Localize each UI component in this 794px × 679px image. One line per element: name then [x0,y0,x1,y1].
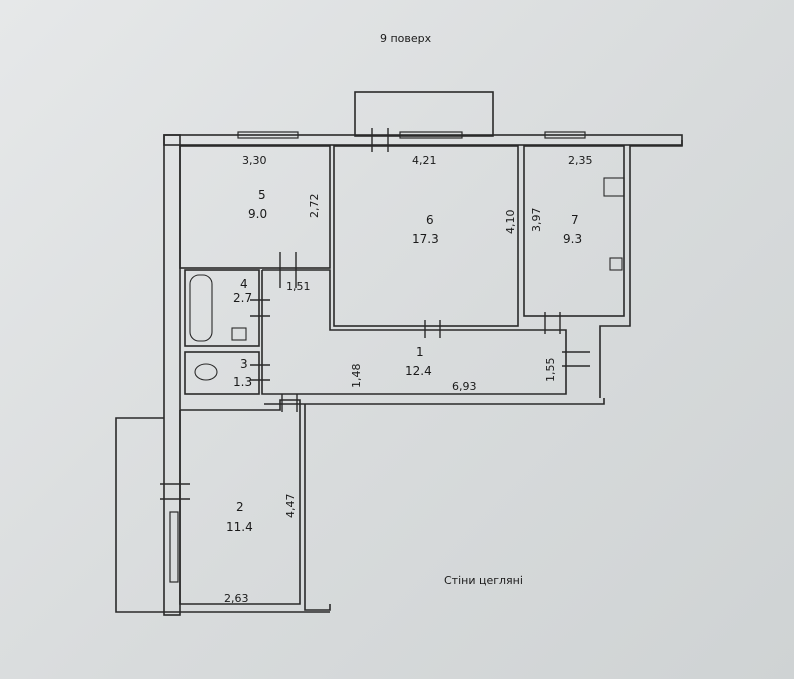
bathtub-icon [189,274,213,342]
wall-segment-lower [304,404,331,611]
dim-room7-height: 3,97 [530,208,543,233]
kitchen-sink-icon [609,257,623,271]
window-room5 [237,131,299,139]
room-7-outline [523,145,625,317]
dim-corridor-right: 1,55 [544,358,557,383]
room-number: 4 [240,277,248,291]
room-5-outline [179,145,331,269]
window-room7 [544,131,586,139]
balcony-left [115,417,164,613]
walls-note: Стіни цегляні [444,574,523,587]
toilet-icon [194,363,218,381]
dim-room2-width: 2,63 [224,592,249,605]
room-3-outline [184,351,260,395]
inner-wall-bottom [264,398,605,405]
dim-room5-height: 2,72 [308,194,321,219]
dim-room4-width: 1,51 [286,280,311,293]
room-number: 6 [426,213,434,227]
corridor-1-outline [261,269,567,395]
dim-room6-height: 4,10 [504,210,517,235]
room-number: 5 [258,188,266,202]
room-number: 7 [571,213,579,227]
room-4-outline [184,269,260,347]
dim-room2-height: 4,47 [284,494,297,519]
room-area: 17.3 [412,232,439,246]
dim-room7-width: 2,35 [568,154,593,167]
floor-label: 9 поверх [380,32,432,45]
room-number: 1 [416,345,424,359]
stove-icon [603,177,625,197]
window-room2 [169,511,179,583]
dim-room6-width: 4,21 [412,154,437,167]
room-6-outline [333,145,519,327]
room-area: 9.0 [248,207,267,221]
dim-room5-width: 3,30 [242,154,267,167]
balcony-top [354,91,494,137]
dim-corridor-length: 6,93 [452,380,477,393]
dim-corridor-width: 1,48 [350,364,363,389]
outer-wall-left [163,134,181,616]
room-area: 2.7 [233,291,252,305]
room-number: 3 [240,357,248,371]
room-area: 1.3 [233,375,252,389]
room-2-outline [179,399,301,605]
room-number: 2 [236,500,244,514]
room-area: 9.3 [563,232,582,246]
outer-wall-right [599,140,683,398]
sink-icon [231,327,247,341]
room-area: 11.4 [226,520,253,534]
room-area: 12.4 [405,364,432,378]
window-room6 [399,131,463,139]
